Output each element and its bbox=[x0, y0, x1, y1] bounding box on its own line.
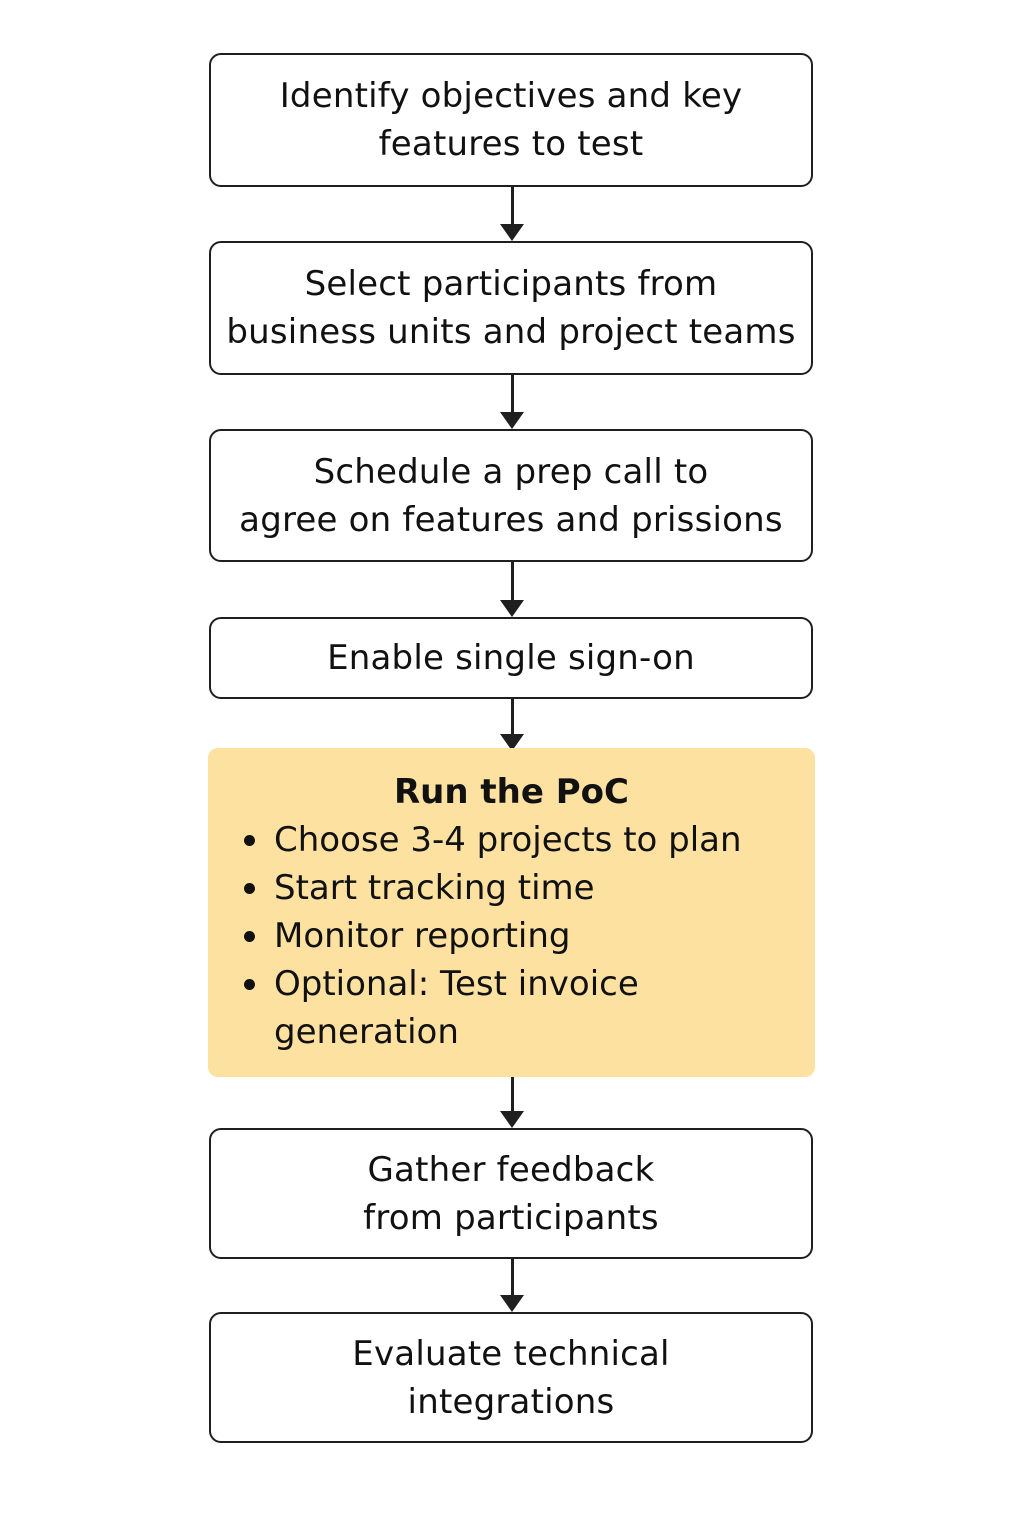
flow-arrow bbox=[500, 1077, 524, 1128]
flow-arrow bbox=[500, 562, 524, 617]
step-text-line: Schedule a prep call to bbox=[313, 451, 709, 492]
step-enable-sso: Enable single sign-on bbox=[209, 617, 813, 699]
poc-bullet-item: Start tracking time bbox=[208, 864, 774, 912]
flow-arrow bbox=[500, 1259, 524, 1312]
step-text-line: business units and project teams bbox=[226, 312, 796, 352]
poc-title: Run the PoC bbox=[393, 772, 629, 812]
step-gather-feedback: Gather feedback from participants bbox=[209, 1128, 813, 1259]
step-schedule-prep-call: Schedule a prep call to agree on feature… bbox=[209, 429, 813, 562]
poc-bullet-text: Monitor reporting bbox=[274, 916, 571, 956]
step-select-participants: Select participants from business units … bbox=[209, 241, 813, 375]
bullet-dot-icon bbox=[244, 835, 255, 846]
step-text-line: Enable single sign-on bbox=[327, 638, 695, 678]
step-text-line: Identify objectives and key bbox=[279, 76, 743, 116]
step-text-line: features to test bbox=[378, 124, 644, 164]
poc-bullet-item: Choose 3-4 projects to plan bbox=[208, 816, 774, 864]
poc-bullet-text: Choose 3-4 projects to plan bbox=[274, 820, 742, 860]
bullet-dot-icon bbox=[244, 979, 255, 990]
step-text-line: Evaluate technical bbox=[352, 1333, 670, 1374]
step-run-poc: Run the PoC Choose 3-4 projects to plan … bbox=[208, 748, 815, 1077]
bullet-dot-icon bbox=[244, 931, 255, 942]
poc-bullet-text: Optional: Test invoice generation bbox=[274, 964, 639, 1052]
step-evaluate-integrations: Evaluate technical integrations bbox=[209, 1312, 813, 1443]
poc-bullet-text: Start tracking time bbox=[274, 868, 595, 908]
poc-bullet-list: Choose 3-4 projects to plan Start tracki… bbox=[208, 816, 774, 1056]
step-identify-objectives: Identify objectives and key features to … bbox=[209, 53, 813, 187]
poc-bullet-item: Optional: Test invoice generation bbox=[208, 960, 654, 1056]
step-text-line: agree on features and prissions bbox=[239, 499, 783, 540]
step-text-line: integrations bbox=[407, 1381, 615, 1422]
poc-bullet-item: Monitor reporting bbox=[208, 912, 774, 960]
flow-arrow bbox=[500, 187, 524, 241]
step-text-line: from participants bbox=[363, 1197, 659, 1238]
step-text-line: Select participants from bbox=[304, 264, 718, 304]
flow-arrow bbox=[500, 375, 524, 429]
flow-arrow bbox=[500, 699, 524, 751]
bullet-dot-icon bbox=[244, 883, 255, 894]
step-text-line: Gather feedback bbox=[367, 1149, 655, 1190]
